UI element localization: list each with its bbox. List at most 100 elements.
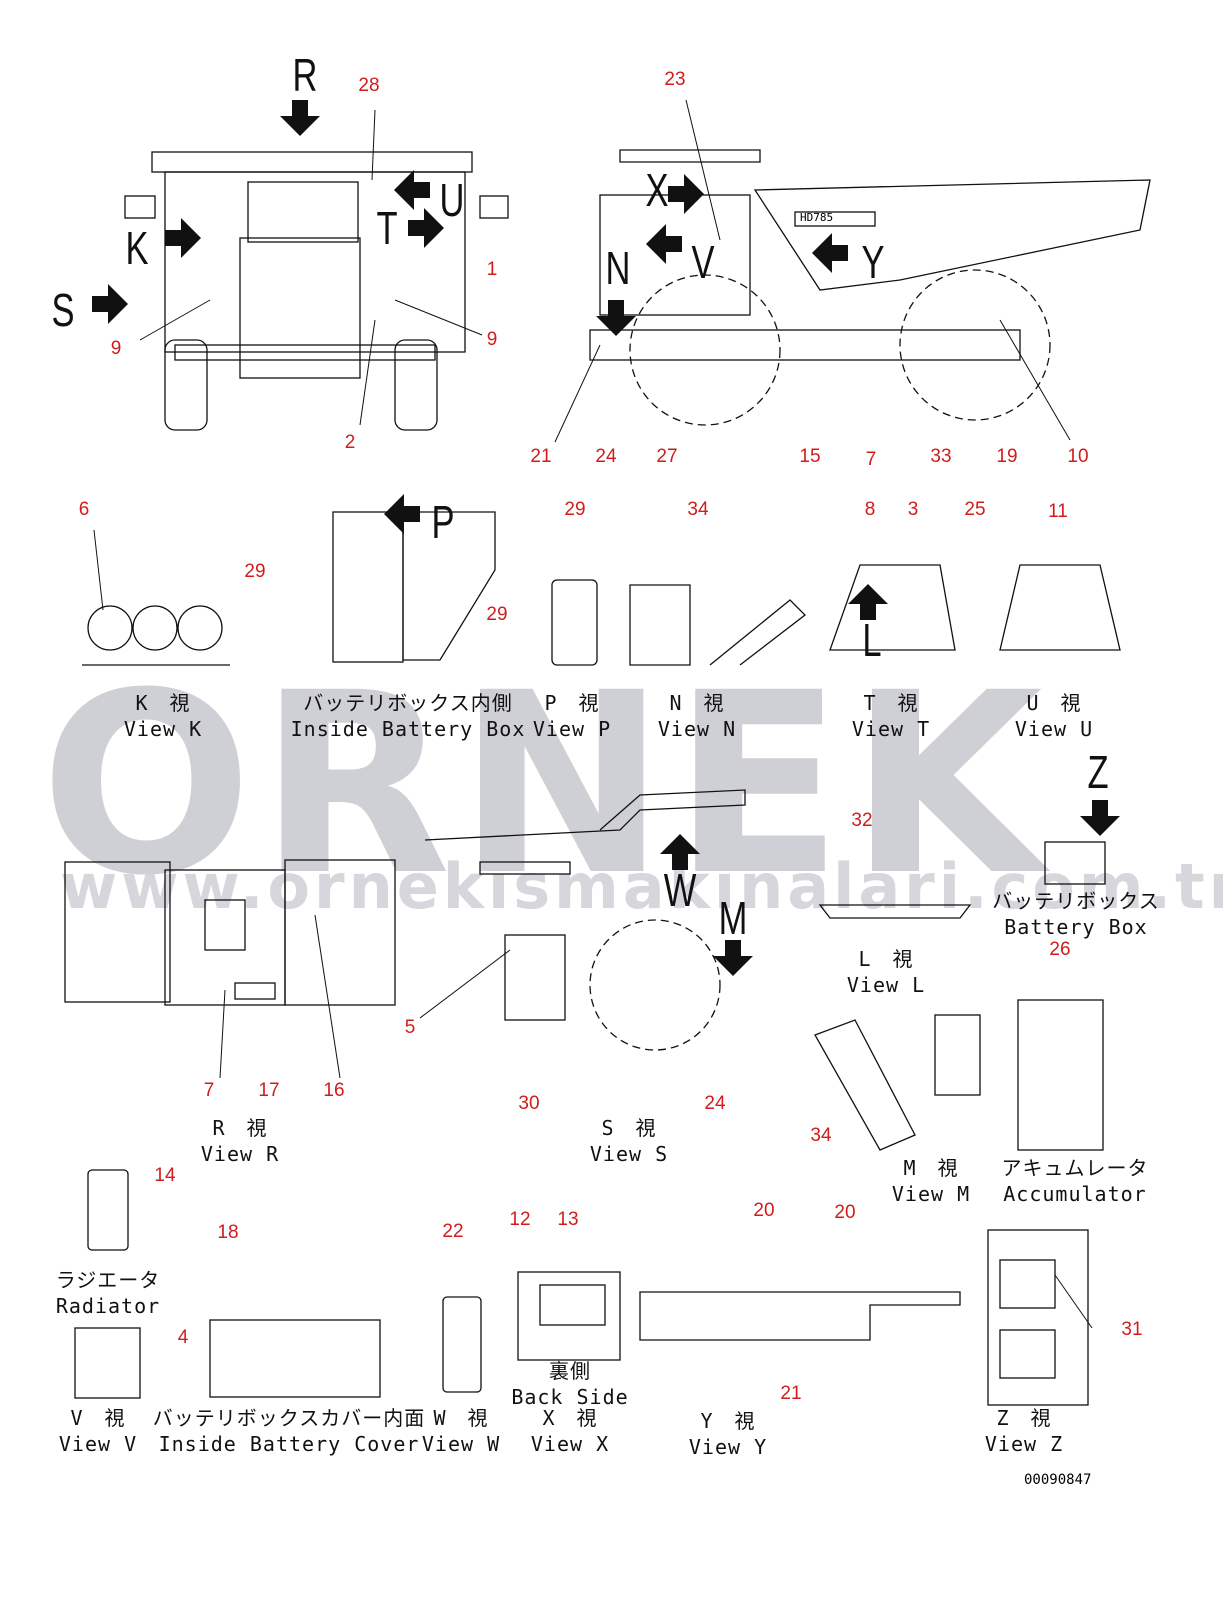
caption-jp: P 視 [544,691,600,715]
callout[interactable]: 29 [244,561,266,582]
caption-jp: X 視 [542,1406,598,1430]
callout[interactable]: 9 [486,329,498,350]
callout[interactable]: 3 [907,499,919,520]
callout[interactable]: 13 [557,1209,579,1230]
caption-en: View L [846,973,926,997]
callout[interactable]: 23 [664,69,686,90]
callout[interactable]: 6 [78,499,90,520]
callout[interactable]: 25 [964,499,986,520]
caption-en: View N [657,717,737,741]
callout[interactable]: 31 [1121,1319,1143,1340]
caption-en: View P [532,717,612,741]
watermark-brand: ORNEK [40,639,1049,930]
caption-en: View K [123,717,203,741]
callout[interactable]: 26 [1049,939,1071,960]
battery-box [1044,841,1106,885]
callout[interactable]: 20 [753,1200,775,1221]
panel-view-z [987,1229,1089,1406]
caption-en: Inside Battery Cover [158,1432,420,1456]
side-detail-view-s [424,789,746,1051]
caption-jp: バッテリボックス [992,889,1160,913]
battery-box-inside [332,511,404,663]
callout[interactable]: 24 [595,446,617,467]
callout[interactable]: 4 [177,1327,189,1348]
callout[interactable]: 19 [996,446,1018,467]
part-view-m [814,1019,916,1151]
part-view-l [818,904,972,919]
callout[interactable]: 34 [810,1125,832,1146]
callout[interactable]: 27 [656,446,678,467]
caption-jp: バッテリボックス内側 [303,691,513,715]
frame-view-y [639,1291,961,1341]
view-letter-z: Z [1087,746,1109,798]
callout[interactable]: 2 [344,432,356,453]
view-letter-n: N [605,242,631,294]
part-view-v [74,1327,141,1399]
caption-jp: 裏側 [549,1359,591,1383]
callout[interactable]: 12 [509,1209,531,1230]
callout[interactable]: 21 [530,446,552,467]
callout[interactable]: 14 [154,1165,176,1186]
callout[interactable]: 11 [1048,501,1068,522]
caption-jp: W 視 [433,1406,489,1430]
callout[interactable]: 30 [518,1093,540,1114]
callout[interactable]: 1 [486,259,498,280]
caption-en: Back Side [511,1385,629,1409]
callout[interactable]: 8 [864,499,876,520]
callout[interactable]: 7 [203,1080,215,1101]
callout[interactable]: 32 [851,810,873,831]
callout[interactable]: 29 [486,604,508,625]
callout[interactable]: 16 [323,1080,345,1101]
callout[interactable]: 22 [442,1221,464,1242]
truck-side-view [589,149,1151,426]
callout[interactable]: 5 [404,1017,416,1038]
part-view-w [442,1296,482,1393]
callout[interactable]: 28 [358,75,380,96]
callout[interactable]: 21 [780,1383,802,1404]
view-letter-l: L [862,614,882,666]
caption-jp: R 視 [212,1116,268,1140]
callout[interactable]: 34 [687,499,709,520]
callout[interactable]: 20 [834,1202,856,1223]
callout[interactable]: 15 [799,446,821,467]
callout[interactable]: 10 [1067,446,1089,467]
view-letter-t: T [376,202,398,254]
caption-jp: V 視 [70,1406,126,1430]
model-badge: HD785 [800,211,834,224]
caption-jp: Y 視 [700,1409,756,1433]
caption-en: Battery Box [1004,915,1148,939]
truck-front-view [124,151,509,431]
caption-en: View T [851,717,931,741]
callout[interactable]: 18 [217,1222,239,1243]
view-letter-k: K [125,222,149,274]
caption-jp: T 視 [863,691,919,715]
watermark-url: www.ornekismakinalari.com.tr [60,850,1223,923]
caption-jp: K 視 [135,691,191,715]
callout[interactable]: 33 [930,446,952,467]
caption-jp: L 視 [858,947,914,971]
document-number: 00090847 [1024,1472,1092,1488]
callout[interactable]: 7 [865,449,877,470]
view-letter-u: U [439,174,465,226]
view-arrows [92,100,1120,976]
callout[interactable]: 17 [258,1080,280,1101]
callout[interactable]: 24 [704,1093,726,1114]
callout[interactable]: 9 [110,338,122,359]
view-letter-v: V [691,236,715,288]
caption-jp: Z 視 [996,1406,1052,1430]
caption-jp: U 視 [1026,691,1082,715]
panel-view-p [551,579,598,666]
callout[interactable]: 29 [564,499,586,520]
caption-en: View V [58,1432,138,1456]
leader-lines [93,99,1093,1329]
caption-en: View Z [984,1432,1064,1456]
